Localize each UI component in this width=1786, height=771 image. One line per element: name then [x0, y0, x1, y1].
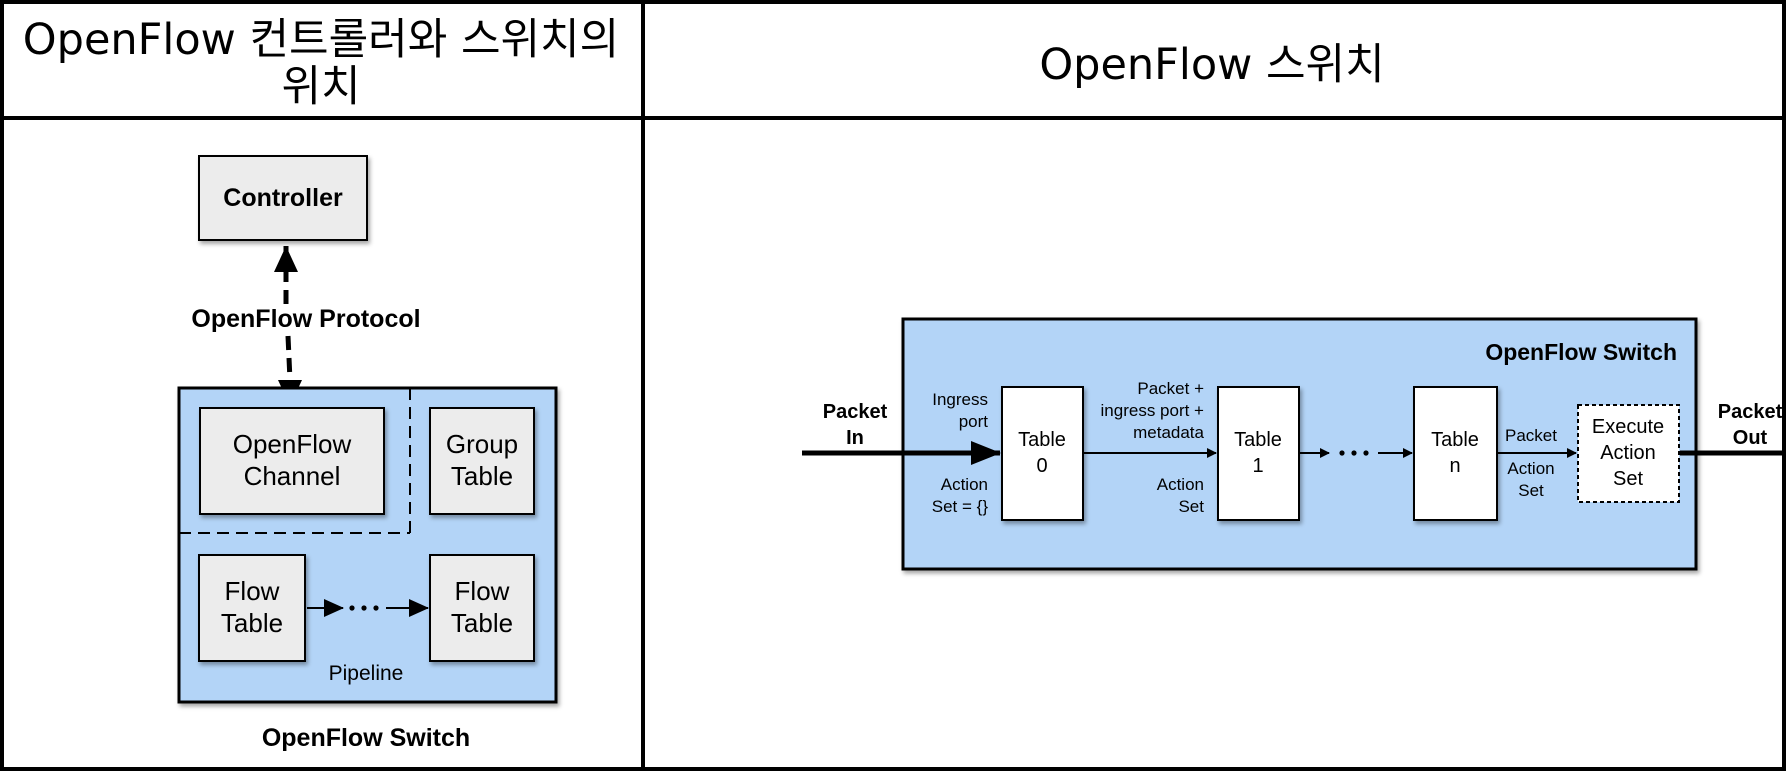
execute-action-set-box: [1577, 404, 1680, 503]
flow-table-1-label-1: Flow: [225, 576, 280, 606]
packet-in-label-1: Packet: [823, 401, 888, 423]
left-diagram: Controller OpenFlow Protocol OpenFlow Ch…: [177, 155, 558, 752]
table-1-label-1: Table: [1234, 429, 1282, 451]
action-set-empty-label-1: Action: [941, 475, 988, 494]
table-n-box: [1413, 386, 1498, 521]
right-diagram: OpenFlow Switch Packet In Ingress port A…: [802, 317, 1786, 571]
execute-label-3: Set: [1613, 468, 1643, 490]
left-switch-label: OpenFlow Switch: [262, 724, 470, 752]
packet-label: Packet: [1505, 426, 1557, 445]
group-table-box: [429, 407, 535, 515]
group-table-label-1: Group: [446, 429, 518, 459]
header-left-line2: 위치: [281, 62, 360, 112]
table-n-label-1: Table: [1431, 429, 1479, 451]
pipeline-dot: [373, 605, 379, 611]
flow-table-2-label-1: Flow: [455, 576, 510, 606]
packet-out-label-1: Packet: [1718, 401, 1783, 423]
ingress-label-2: port: [959, 412, 989, 431]
controller-label: Controller: [223, 184, 343, 212]
action-set2-label-2: Set: [1518, 481, 1544, 500]
meta-label-1: Packet +: [1137, 379, 1204, 398]
flow-table-2-box: [429, 554, 535, 662]
controller-box: [198, 155, 368, 241]
pipeline-dot: [1339, 450, 1345, 456]
pipeline-dot: [349, 605, 355, 611]
flow-table-1-box: [198, 554, 306, 662]
pipeline-dot: [1363, 450, 1369, 456]
table-1-box: [1217, 386, 1300, 521]
table-1-label-2: 1: [1252, 455, 1263, 477]
openflow-channel-box: [199, 407, 385, 515]
table-0-box: [1001, 386, 1084, 521]
ingress-label-1: Ingress: [932, 390, 988, 409]
header-left-line1: OpenFlow 컨트롤러와 스위치의: [23, 15, 619, 65]
action-set-label-2: Set: [1178, 497, 1204, 516]
packet-out-label-2: Out: [1733, 427, 1768, 449]
table-0-label-2: 0: [1036, 455, 1047, 477]
table-n-label-2: n: [1449, 455, 1460, 477]
meta-label-2: ingress port +: [1101, 401, 1205, 420]
group-table-label-2: Table: [451, 461, 513, 491]
protocol-arrow-up: [274, 246, 298, 272]
table-0-label-1: Table: [1018, 429, 1066, 451]
pipeline-dot: [1351, 450, 1357, 456]
execute-label-2: Action: [1600, 442, 1656, 464]
flow-table-1-label-2: Table: [221, 608, 283, 638]
openflow-channel-label-1: OpenFlow: [233, 429, 352, 459]
packet-in-label-2: In: [846, 427, 864, 449]
action-set-label-1: Action: [1157, 475, 1204, 494]
flow-table-2-label-2: Table: [451, 608, 513, 638]
execute-label-1: Execute: [1592, 416, 1664, 438]
protocol-label: OpenFlow Protocol: [191, 305, 420, 333]
action-set2-label-1: Action: [1507, 459, 1554, 478]
protocol-line-down: [285, 335, 293, 381]
pipeline-dot: [361, 605, 367, 611]
action-set-empty-label-2: Set = {}: [932, 497, 989, 516]
right-switch-title: OpenFlow Switch: [1485, 339, 1677, 365]
header-right: OpenFlow 스위치: [1039, 40, 1384, 90]
meta-label-3: metadata: [1133, 423, 1204, 442]
openflow-channel-label-2: Channel: [244, 461, 341, 491]
pipeline-label: Pipeline: [329, 662, 404, 685]
